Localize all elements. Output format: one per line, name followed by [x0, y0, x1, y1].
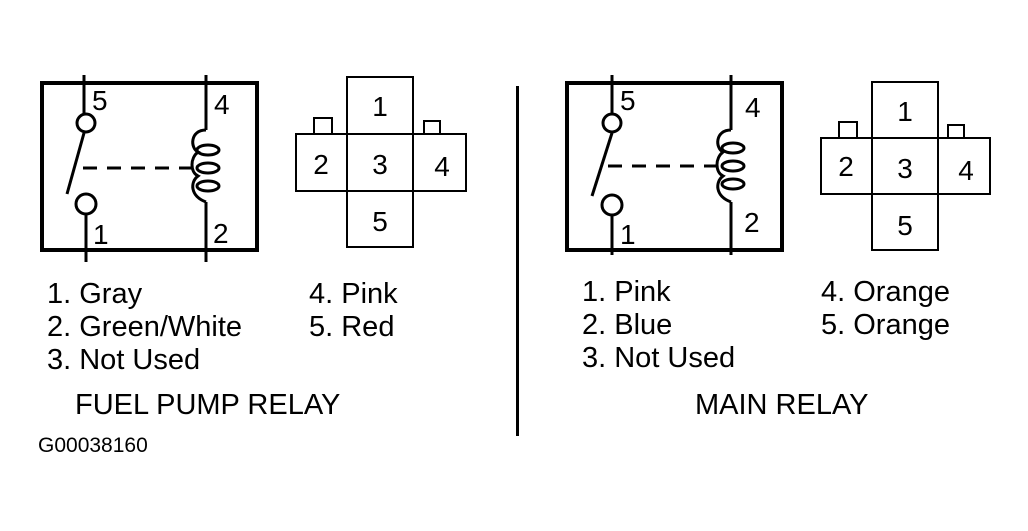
- coil: [190, 128, 207, 204]
- coil: [715, 128, 732, 204]
- cavity-label-3: 3: [372, 149, 388, 180]
- legend-item: 4. Pink: [309, 278, 398, 310]
- main-relay-title: MAIN RELAY: [695, 389, 869, 421]
- pin-label-4: 4: [745, 92, 761, 123]
- cavity-label-1: 1: [372, 91, 388, 122]
- contact-1: [74, 192, 98, 216]
- legend-item: 2. Green/White: [47, 311, 243, 343]
- locking-tab-right: [947, 124, 965, 139]
- locking-tab-left: [313, 117, 333, 135]
- pin-label-4: 4: [214, 89, 230, 120]
- section-divider: [516, 86, 519, 436]
- legend-item: 3. Not Used: [582, 342, 736, 374]
- locking-tab-right: [423, 120, 441, 135]
- relay-housing: [565, 81, 784, 252]
- contact-1: [600, 193, 624, 217]
- contact-5: [75, 112, 97, 134]
- fuel-pump-relay-schematic: [40, 75, 259, 262]
- pin-label-2: 2: [213, 218, 229, 249]
- contact-5: [601, 112, 623, 134]
- cavity-5: [871, 193, 939, 251]
- fuel-pump-relay-title: FUEL PUMP RELAY: [75, 389, 341, 421]
- pin-label-1: 1: [620, 219, 636, 250]
- main-relay-connector: [820, 81, 991, 251]
- pin-label-5: 5: [620, 85, 636, 116]
- cavity-label-2: 2: [313, 149, 329, 180]
- main-relay-legend-left: 1. Pink 2. Blue 3. Not Used: [582, 276, 735, 375]
- locking-tab-left: [838, 121, 858, 139]
- switch-arm: [65, 132, 86, 195]
- main-relay-legend-right: 4. Orange 5. Orange: [821, 276, 950, 342]
- pin-label-1: 1: [93, 219, 109, 250]
- main-relay-schematic: [565, 75, 784, 255]
- fuel-pump-legend-right: 4. Pink 5. Red: [309, 278, 398, 344]
- cavity-label-5: 5: [372, 206, 388, 237]
- legend-item: 3. Not Used: [47, 344, 201, 376]
- relay-housing: [40, 81, 259, 252]
- cavity-label-2: 2: [838, 151, 854, 182]
- legend-item: 1. Pink: [582, 276, 671, 308]
- cavity-label-3: 3: [897, 153, 913, 184]
- legend-item: 4. Orange: [821, 276, 950, 308]
- cavity-label-4: 4: [434, 151, 450, 182]
- cavity-label-5: 5: [897, 210, 913, 241]
- pin-label-5: 5: [92, 85, 108, 116]
- legend-item: 5. Orange: [821, 309, 950, 341]
- pin-label-2: 2: [744, 207, 760, 238]
- cavity-label-4: 4: [958, 155, 974, 186]
- switch-arm: [590, 132, 614, 197]
- cavity-label-1: 1: [897, 96, 913, 127]
- figure-id: G00038160: [38, 434, 148, 457]
- cavity-5: [346, 190, 414, 248]
- legend-item: 5. Red: [309, 311, 395, 343]
- fuel-pump-legend-left: 1. Gray 2. Green/White 3. Not Used: [47, 278, 242, 377]
- legend-item: 2. Blue: [582, 309, 673, 341]
- legend-item: 1. Gray: [47, 278, 143, 310]
- fuel-pump-relay-connector: [295, 76, 467, 248]
